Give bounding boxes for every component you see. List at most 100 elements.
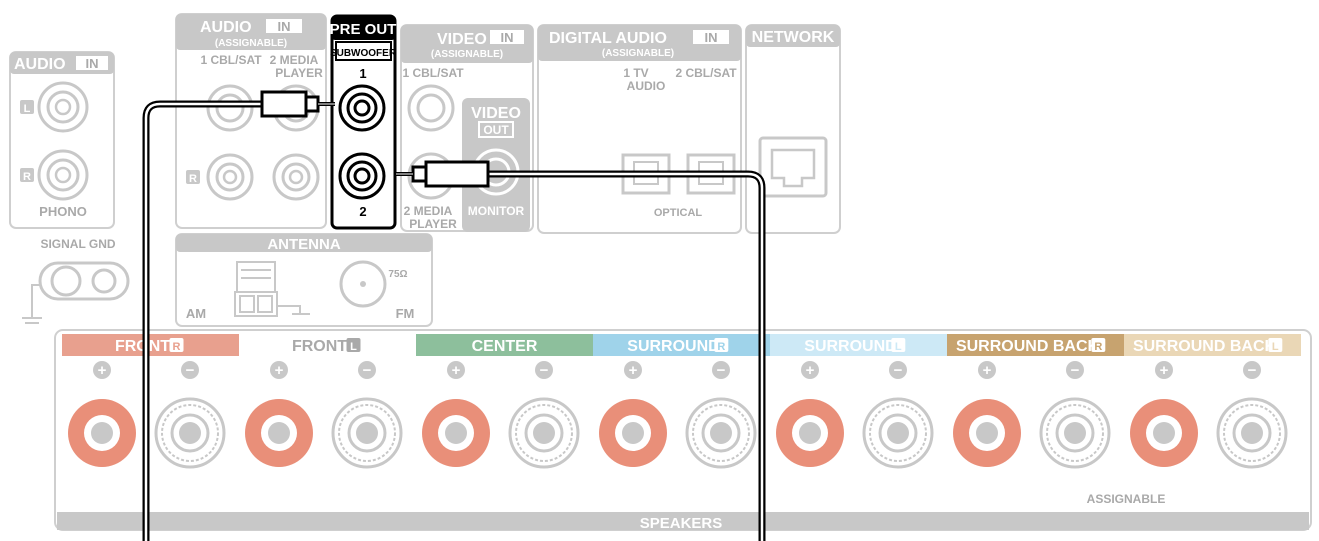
channel-mark: L [350,341,357,353]
channel-mark-box [714,338,729,352]
pre-out-block: PRE OUT SUBWOOFER 1 2 [330,14,397,230]
minus-sign-icon: − [1243,361,1261,379]
plus-sign-icon: + [270,361,288,379]
channel-name: SURROUND BACK [956,338,1100,355]
plus-sign: + [983,362,992,379]
audio-in-title: AUDIO [14,56,66,73]
am-label: AM [186,306,206,321]
antenna-block: ANTENNA AM FM 75Ω [175,233,433,327]
channel-header [1124,334,1301,356]
negative-terminal [685,397,757,469]
minus-sign: − [1071,362,1080,379]
channel-mark-box [1268,338,1283,352]
speakers-label: SPEAKERS [640,515,723,532]
phono-right-jack [37,149,89,201]
positive-terminal [953,399,1021,467]
digital-audio-badge: IN [705,30,718,45]
video-in-subtitle: (ASSIGNABLE) [431,49,503,60]
optical-1-label-line2: AUDIO [627,79,666,93]
plus-sign-icon: + [624,361,642,379]
video-in-1-jack [407,84,455,132]
network-block: NETWORK [745,24,841,234]
plus-sign-icon: + [1155,361,1173,379]
am-antenna-terminal [234,261,310,317]
plus-sign: + [1160,362,1169,379]
positive-terminal [1130,399,1198,467]
channel-name: SURROUND [627,338,719,355]
plus-sign-icon: + [93,361,111,379]
channel-mark: R [717,341,725,353]
subwoofer-label: SUBWOOFER [330,48,397,59]
audio-assignable-right-mark: R [189,173,197,185]
signal-gnd-label: SIGNAL GND [40,237,115,251]
channel-header [416,334,593,356]
plus-sign-icon: + [801,361,819,379]
subwoofer-2-label: 2 [359,204,366,219]
optical-label: OPTICAL [654,207,703,219]
assignable-label: ASSIGNABLE [1087,492,1166,506]
ground-symbol-icon [22,284,42,324]
video-in-badge: IN [501,30,514,45]
negative-terminal [1216,397,1288,469]
channel-header [62,334,239,356]
optical-1-label-line1: 1 TV [623,66,648,80]
audio-col2-label-line1: 2 MEDIA [270,53,319,67]
subwoofer-1-cable [142,90,335,541]
negative-terminal [862,397,934,469]
channel-mark-box [169,338,184,352]
fm-label: FM [396,306,415,321]
subwoofer-1-jack [338,84,386,132]
phono-left-jack [37,81,89,133]
minus-sign-icon: − [358,361,376,379]
audio-in-assignable-block: AUDIO IN (ASSIGNABLE) 1 CBL/SAT 2 MEDIA … [175,13,327,229]
video-out-title: VIDEO [471,105,521,122]
plus-sign-icon: + [447,361,465,379]
channel-mark: R [1094,341,1102,353]
minus-sign: − [540,362,549,379]
minus-sign-icon: − [712,361,730,379]
audio-in-2-right-jack [272,153,320,201]
plus-sign-icon: + [978,361,996,379]
negative-terminal [508,397,580,469]
fm-antenna-jack [339,260,387,308]
channel-name: CENTER [472,338,538,355]
audio-col2-label-line2: PLAYER [275,66,323,80]
minus-sign: − [894,362,903,379]
digital-audio-subtitle: (ASSIGNABLE) [602,48,674,59]
audio-col1-label: 1 CBL/SAT [200,53,262,67]
video-in-block: VIDEO IN (ASSIGNABLE) 1 CBL/SAT 2 MEDIA … [400,24,534,232]
subwoofer-2-jack [338,152,386,200]
minus-sign: − [186,362,195,379]
channel-mark: L [1272,341,1279,353]
phono-left-mark: L [24,103,31,115]
audio-assignable-title: AUDIO [200,19,252,36]
audio-in-badge: IN [86,56,99,71]
video-in-col2-label-line2: PLAYER [409,217,457,231]
audio-in-1-left-jack [206,84,254,132]
negative-terminal [154,397,226,469]
channel-header [947,334,1124,356]
antenna-title: ANTENNA [267,236,340,253]
digital-audio-title: DIGITAL AUDIO [549,30,667,47]
plus-sign: + [452,362,461,379]
ethernet-port [758,136,828,198]
channel-mark-box [346,338,361,352]
channel-mark-box [1091,338,1106,352]
positive-terminal [599,399,667,467]
network-title: NETWORK [752,29,835,46]
audio-assignable-badge: IN [278,19,291,34]
minus-sign-icon: − [889,361,907,379]
pre-out-title: PRE OUT [330,21,397,38]
positive-terminal [422,399,490,467]
channel-mark: L [895,341,902,353]
channel-mark: R [173,341,181,353]
optical-2-label: 2 CBL/SAT [675,66,737,80]
plus-sign: + [98,362,107,379]
positive-terminal [776,399,844,467]
video-out-badge: OUT [483,123,509,137]
